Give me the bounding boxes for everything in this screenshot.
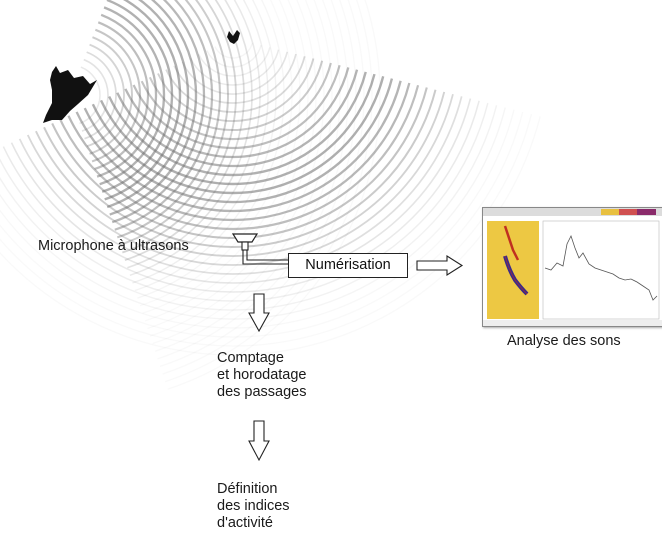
wave-arc [165, 56, 306, 113]
counting-line-2: et horodatage [217, 367, 307, 383]
wave-arc [197, 47, 271, 77]
wave-arc [134, 0, 277, 292]
definition-line-1: Définition [217, 481, 278, 497]
wave-arc [79, 66, 101, 125]
wave-arc [35, 91, 446, 257]
wave-arc [181, 51, 289, 95]
wave-arc [0, 111, 524, 338]
wave-arc [96, 13, 158, 178]
wave-arc [83, 78, 394, 204]
microphone-icon [231, 233, 259, 251]
wave-arc [142, 0, 301, 314]
wave-arc [129, 0, 261, 277]
wave-arc [189, 49, 280, 86]
wave-arc [147, 0, 317, 330]
wave-arc [167, 0, 381, 390]
wave-arc [67, 82, 411, 222]
sonogram-window-icon [483, 208, 662, 326]
wave-arc [43, 89, 437, 248]
definition-label: Définition des indices d'activité [217, 481, 290, 532]
wave-arc [132, 64, 341, 150]
arrow-to-analysis [416, 255, 464, 276]
wave-arc [214, 42, 254, 59]
wave-arc [75, 80, 402, 213]
moth-icon [227, 30, 240, 44]
wave-arc [111, 0, 206, 224]
arrow-down-1 [248, 293, 270, 333]
wave-arc [18, 96, 463, 275]
wave-arc [206, 45, 262, 68]
wave-arc [59, 84, 420, 231]
wave-arc [91, 76, 385, 195]
wave-arc [173, 53, 297, 104]
wave-arc [108, 71, 367, 177]
digitization-box: Numérisation [288, 253, 408, 278]
microphone-label: Microphone à ultrasons [38, 238, 189, 254]
wave-arc [132, 0, 269, 284]
counting-line-1: Comptage [217, 350, 284, 366]
wave-arc [10, 98, 472, 284]
definition-line-3: d'activité [217, 515, 273, 531]
wave-arc [157, 58, 315, 122]
wave-arc [114, 0, 214, 231]
wave-arc [99, 73, 376, 186]
wave-arc [140, 62, 332, 141]
wave-arc [99, 6, 166, 186]
wave-arc [144, 0, 309, 322]
wave-arc [116, 0, 222, 239]
wave-arc [154, 0, 341, 352]
wave-arc [2, 100, 480, 293]
wave-arc [104, 0, 182, 201]
wave-arc [137, 0, 285, 299]
wave-arc [152, 0, 333, 345]
arrow-down-2 [248, 420, 270, 462]
wave-arc [101, 0, 174, 193]
wave-arc [122, 0, 237, 254]
wave-arc [148, 60, 324, 131]
wave-arc [124, 67, 350, 159]
wave-arc [149, 0, 325, 337]
wave-arc [119, 0, 229, 246]
wave-arc [127, 0, 253, 269]
bat-icon [43, 66, 97, 123]
wave-arc [139, 0, 293, 307]
analysis-label: Analyse des sons [507, 333, 621, 349]
echo-waves [0, 42, 541, 356]
wave-arc [124, 0, 245, 261]
wave-arc [109, 0, 198, 216]
counting-label: Comptage et horodatage des passages [217, 350, 307, 401]
definition-line-2: des indices [217, 498, 290, 514]
wave-arc [157, 0, 349, 360]
bat-emission-waves [79, 0, 381, 390]
wave-arc [165, 0, 373, 383]
counting-line-3: des passages [217, 384, 307, 400]
sound-analysis-window [482, 207, 662, 327]
digitization-label: Numérisation [305, 257, 391, 273]
wave-arc [116, 69, 359, 168]
